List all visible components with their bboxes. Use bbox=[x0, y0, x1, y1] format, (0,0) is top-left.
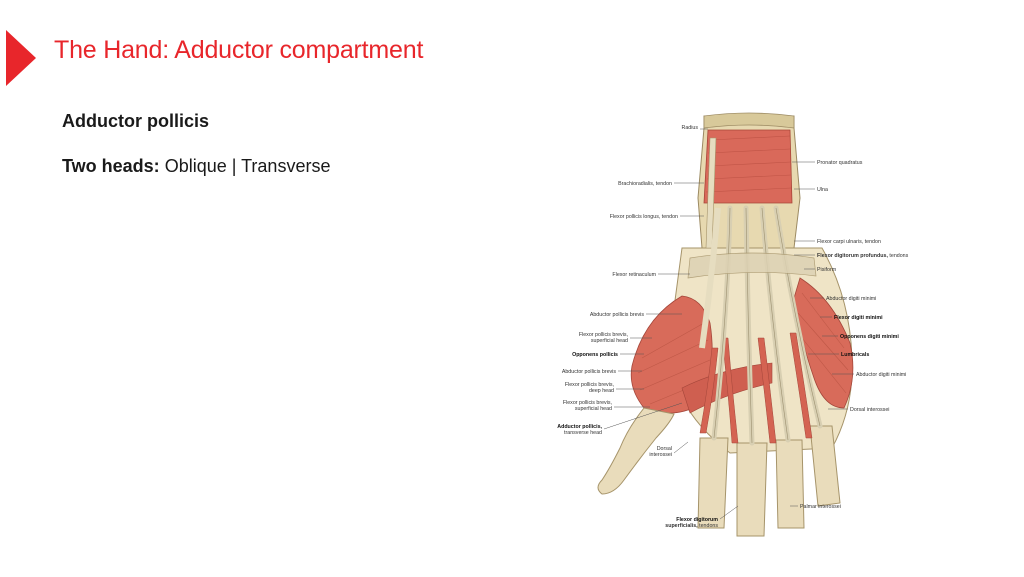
label-lumbricals: Lumbricals bbox=[841, 352, 869, 358]
label-fds-a: Flexor digitorum bbox=[676, 517, 718, 523]
label-fds-b: superficialis, tendons bbox=[665, 523, 718, 529]
label-dorsal-interossei-a: Dorsal bbox=[657, 446, 672, 452]
label-pronator-quadratus: Pronator quadratus bbox=[817, 160, 863, 166]
label-fpl: Flexor pollicis longus, tendon bbox=[610, 214, 678, 220]
label-pisiform: Pisiform bbox=[817, 267, 837, 273]
label-adductor-pollicis-a: Adductor pollicis, bbox=[557, 424, 602, 430]
label-dorsal-interossei-right: Dorsal interossei bbox=[850, 407, 889, 413]
hand-anatomy-svg: Radius Pronator quadratus Brachioradiali… bbox=[557, 112, 909, 537]
label-fdm: Flexor digiti minimi bbox=[834, 315, 883, 321]
label-palmar-interossei: Palmar interossei bbox=[800, 504, 841, 510]
label-fpb-deep-b: deep head bbox=[589, 388, 614, 394]
label-adm-1: Abductor digiti minimi bbox=[826, 296, 876, 302]
flexor-retinaculum bbox=[687, 252, 817, 279]
finger-index bbox=[697, 437, 729, 529]
thumb bbox=[597, 407, 675, 495]
label-fpb-deep-a: Flexor pollicis brevis, bbox=[565, 382, 614, 388]
hand-anatomy-illustration: Radius Pronator quadratus Brachioradiali… bbox=[532, 108, 932, 538]
muscle-heading: Adductor pollicis bbox=[62, 111, 210, 131]
finger-middle bbox=[736, 442, 768, 537]
heads-line: Two heads: Oblique | Transverse bbox=[62, 156, 330, 177]
label-fpb-sup-2b: superficial head bbox=[575, 406, 612, 412]
label-fpb-sup-1a: Flexor pollicis brevis, bbox=[579, 332, 628, 338]
slide-title: The Hand: Adductor compartment bbox=[54, 36, 424, 64]
label-apb-1: Abductor pollicis brevis bbox=[590, 312, 645, 318]
label-flexor-retinaculum: Flexor retinaculum bbox=[612, 272, 656, 278]
label-brachioradialis: Brachioradialis, tendon bbox=[618, 181, 672, 187]
label-fpb-sup-2a: Flexor pollicis brevis, bbox=[563, 400, 612, 406]
label-adductor-pollicis-b: transverse head bbox=[564, 430, 602, 436]
label-adm-2: Abductor digiti minimi bbox=[856, 372, 906, 378]
lumbricals bbox=[699, 332, 813, 444]
label-fpb-sup-1b: superficial head bbox=[591, 338, 628, 344]
label-fdp-rest: tendons bbox=[889, 253, 908, 259]
label-radius: Radius bbox=[682, 125, 699, 131]
label-fdp: Flexor digitorum profundus, tendons bbox=[817, 253, 909, 259]
fpl-tendon bbox=[699, 207, 721, 349]
finger-little bbox=[809, 425, 841, 507]
finger-ring bbox=[775, 439, 805, 529]
label-fds-b-rest: tendons bbox=[699, 523, 718, 529]
label-fds-b-bold: superficialis, bbox=[665, 523, 698, 529]
label-opponens-pollicis: Opponens pollicis bbox=[572, 352, 618, 358]
accent-triangle bbox=[6, 30, 36, 86]
label-fcu: Flexor carpi ulnaris, tendon bbox=[817, 239, 881, 245]
heads-value: Oblique | Transverse bbox=[164, 156, 331, 176]
label-dorsal-interossei-b: interossei bbox=[649, 452, 672, 458]
label-ulna: Ulna bbox=[817, 187, 828, 193]
label-fdp-bold: Flexor digitorum profundus, bbox=[817, 253, 888, 259]
pronator-quadratus bbox=[703, 129, 793, 204]
heads-label: Two heads: bbox=[62, 156, 160, 176]
label-apb-2: Abductor pollicis brevis bbox=[562, 369, 617, 375]
label-odm: Opponens digiti minimi bbox=[840, 334, 899, 340]
radius-cap bbox=[703, 112, 795, 129]
